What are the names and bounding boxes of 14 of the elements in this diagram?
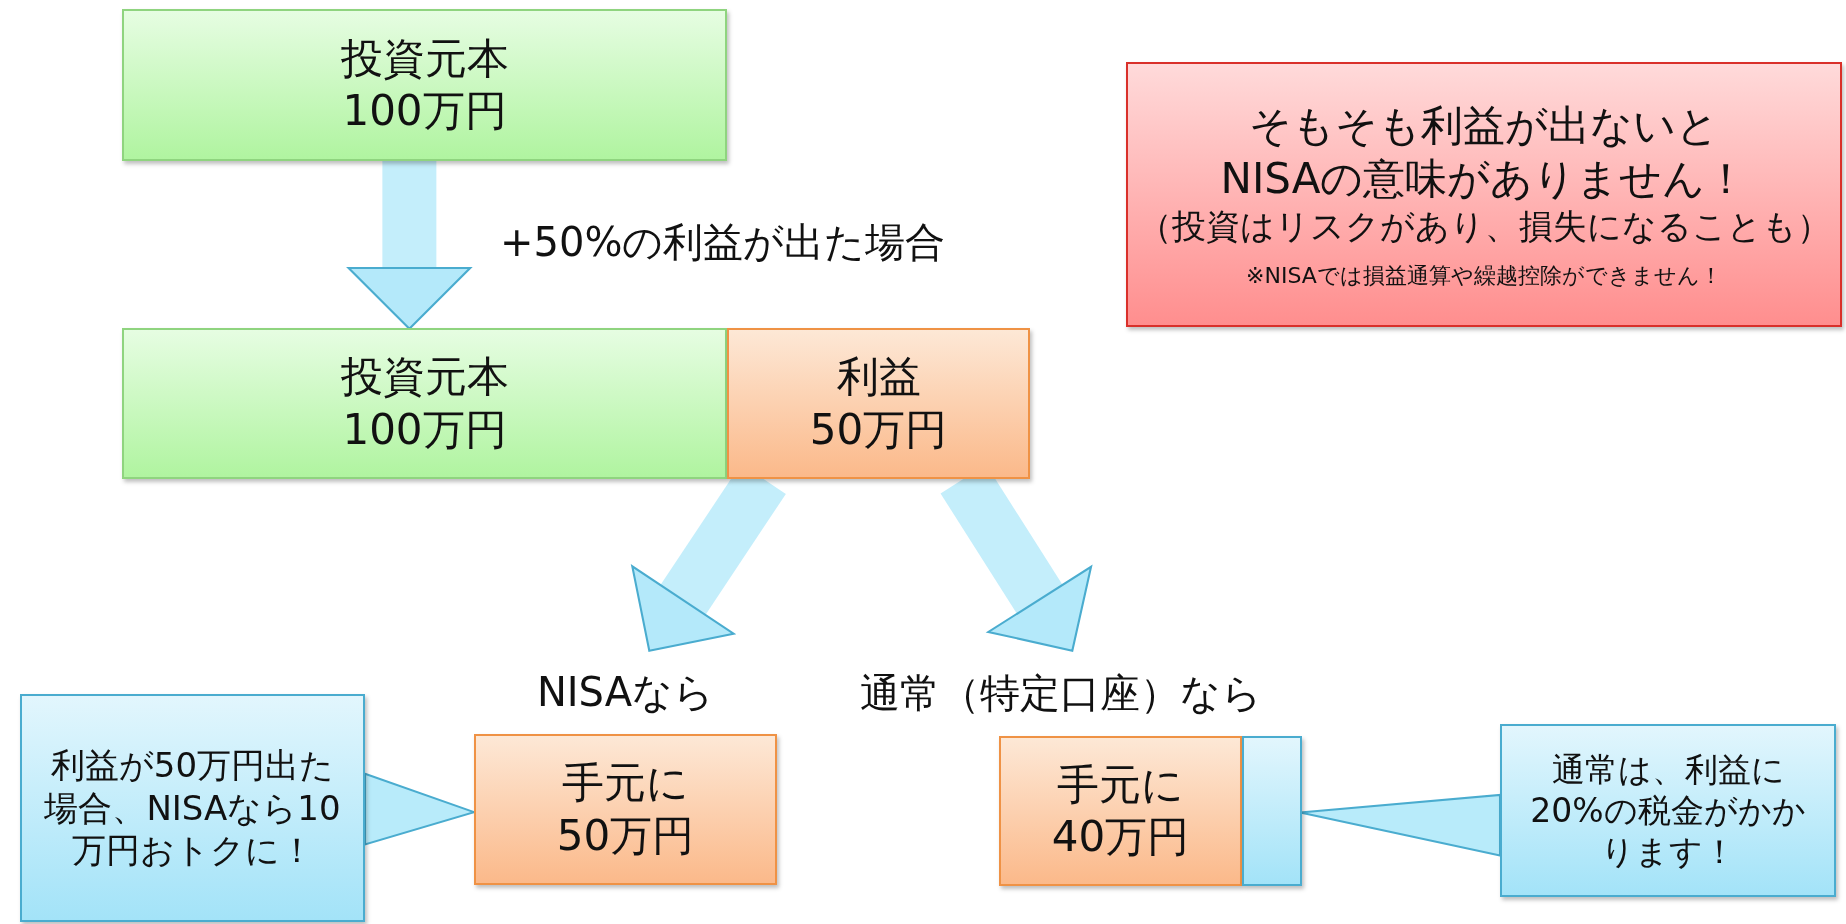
profit-box: 利益 50万円 xyxy=(727,328,1030,479)
principal-box: 投資元本 100万円 xyxy=(122,9,727,161)
branch-heading: NISAなら xyxy=(536,668,715,717)
edge-label: +50%の利益が出た場合 xyxy=(500,218,946,267)
branch-heading: 通常（特定口座）なら xyxy=(860,669,1262,718)
callout-bubble: 通常は、利益に20%の税金がかかります！ xyxy=(1500,724,1836,897)
principal-box: 投資元本 100万円 xyxy=(122,328,727,479)
warning-box: そもそも利益が出ないとNISAの意味がありません！ （投資はリスクがあり、損失になることも） ※NISAでは損益通算や繰越控除ができません！ xyxy=(1126,62,1842,327)
callout-bubble: 利益が50万円出た場合、NISAなら10万円おトクに！ xyxy=(20,694,365,922)
result-box: 手元に50万円 xyxy=(474,734,777,885)
tax-bar xyxy=(1242,736,1302,886)
result-box: 手元に40万円 xyxy=(999,736,1242,886)
callout-pointer xyxy=(1299,793,1501,857)
block-arrow xyxy=(347,161,472,330)
